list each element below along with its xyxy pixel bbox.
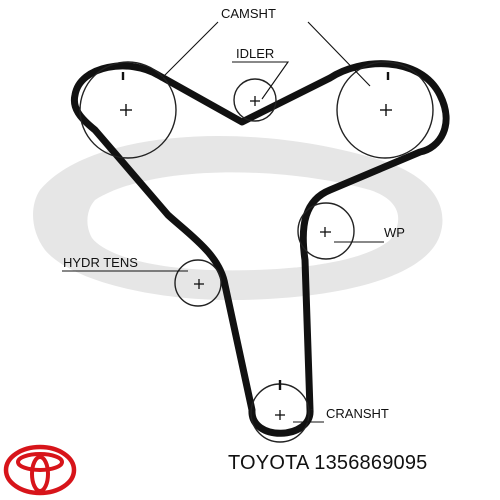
logo-vertical-ring (30, 455, 50, 493)
water-pump-label: WP (384, 225, 405, 240)
water-pump-pulley (297, 202, 355, 260)
camshaft-label: CAMSHT (221, 6, 276, 21)
camshaft-leader-left (159, 21, 219, 81)
idler-leader (232, 61, 290, 100)
timing-belt (70, 60, 450, 437)
product-caption: TOYOTA 1356869095 (228, 452, 496, 475)
leader-lines (62, 21, 384, 423)
camshaft-leader-right (307, 21, 371, 87)
toyota-logo (3, 444, 77, 496)
crankshaft-pulley (250, 380, 310, 443)
logo-horizontal-ring (16, 452, 64, 472)
camshaft-pulley-right (336, 61, 434, 159)
idler-label: IDLER (236, 46, 274, 61)
hydraulic-tensioner-label: HYDR TENS (63, 255, 138, 270)
hydraulic-tensioner-pulley (174, 259, 222, 307)
brand-name: TOYOTA (228, 452, 309, 474)
camshaft-pulley-left (79, 61, 177, 159)
idler-pulley (233, 78, 277, 122)
gates-watermark (33, 136, 443, 300)
part-number: 1356869095 (314, 452, 428, 474)
crankshaft-label: CRANSHT (326, 406, 389, 421)
